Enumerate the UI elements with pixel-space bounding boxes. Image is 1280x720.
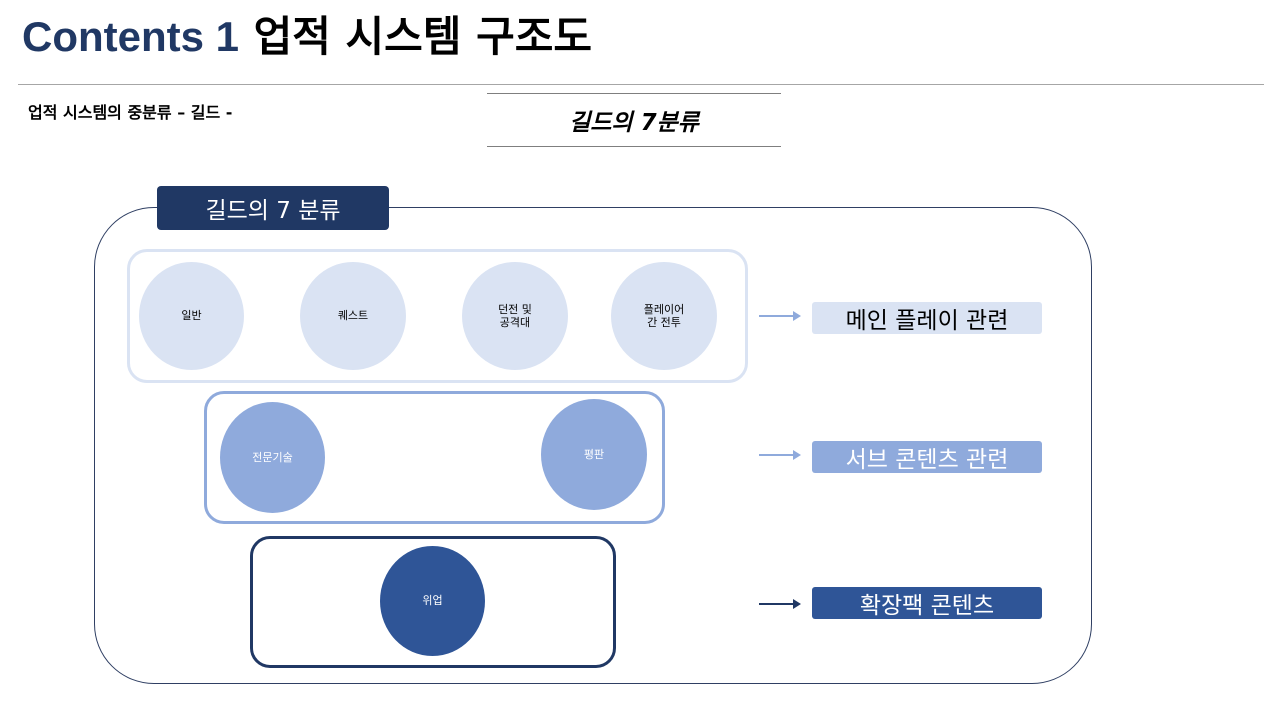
label-main-play: 메인 플레이 관련 — [812, 302, 1042, 334]
title-divider — [18, 84, 1264, 85]
diagram-frame — [94, 207, 1092, 684]
group-main-play — [127, 249, 748, 383]
label-sub-content: 서브 콘텐츠 관련 — [812, 441, 1042, 473]
group-sub-content — [204, 391, 665, 524]
label-expansion: 확장팩 콘텐츠 — [812, 587, 1042, 619]
category-circle-professions: 전문기술 — [220, 402, 325, 513]
subtitle: 업적 시스템의 중분류 – 길드 - — [28, 103, 233, 122]
title-text: 업적 시스템 구조도 — [253, 12, 593, 61]
arrow-sub-content — [759, 450, 801, 460]
category-circle-reputation: 평판 — [541, 399, 647, 510]
category-circle-general: 일반 — [139, 262, 244, 370]
section-title: 길드의 7분류 — [487, 93, 781, 147]
group-expansion — [250, 536, 616, 668]
category-circle-dungeon-raid: 던전 및 공격대 — [462, 262, 568, 370]
page-title: Contents 1 업적 시스템 구조도 — [22, 12, 593, 61]
arrow-expansion — [759, 599, 801, 609]
category-circle-pvp: 플레이어 간 전투 — [611, 262, 717, 370]
diagram-tag: 길드의 7 분류 — [157, 186, 389, 230]
category-circle-quest: 퀘스트 — [300, 262, 406, 370]
category-circle-feats: 위업 — [380, 546, 485, 656]
arrow-main-play — [759, 311, 801, 321]
title-number: Contents 1 — [22, 13, 240, 60]
